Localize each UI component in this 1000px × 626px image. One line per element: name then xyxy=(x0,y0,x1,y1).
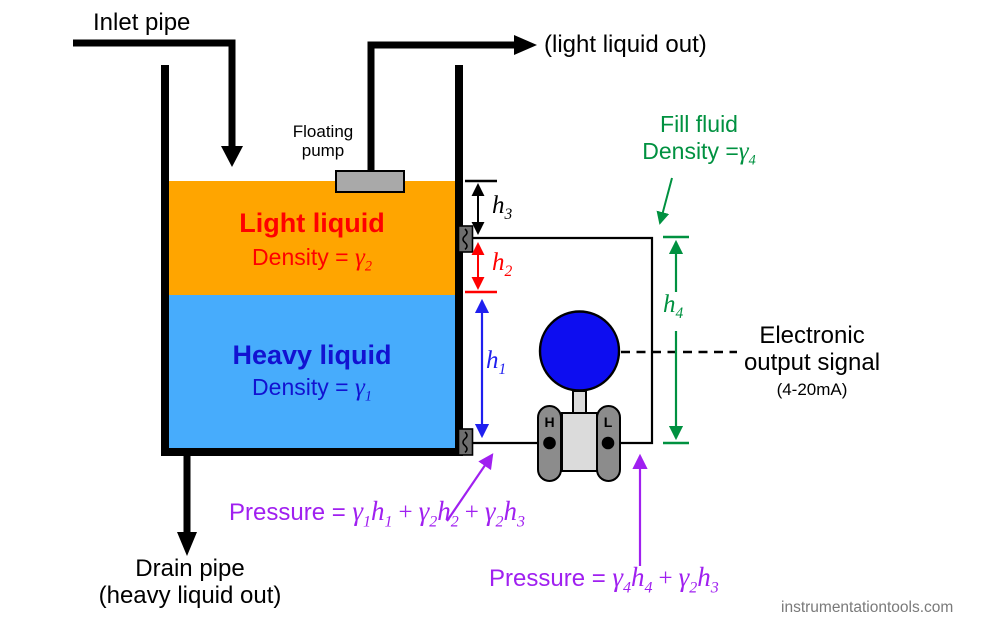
h1-label: h1 xyxy=(486,347,507,378)
light-liquid-title: Light liquid xyxy=(239,208,385,238)
outlet-arrowhead xyxy=(514,35,537,55)
high-port-label: H xyxy=(544,414,554,430)
fill-fluid-pointer-arrow xyxy=(656,177,673,225)
fill-fluid-label: Fill fluid Density =γ4 xyxy=(642,111,756,169)
transmitter-body xyxy=(561,412,598,472)
h3-label: h3 xyxy=(492,192,513,223)
light-liquid-region xyxy=(169,181,455,295)
tank-left-wall xyxy=(161,65,169,456)
heavy-liquid-region xyxy=(169,295,455,448)
floating-pump xyxy=(335,170,405,193)
heavy-liquid-density-label: Density = γ1 xyxy=(252,374,372,405)
pressure-equation-low-side: Pressure = γ4h4+γ2h3 xyxy=(489,562,719,597)
h3-dimension xyxy=(465,179,497,235)
tank-walls xyxy=(161,65,463,456)
pressure-equation-high-side: Pressure = γ1h1+γ2h2+γ2h3 xyxy=(229,496,526,531)
upper-tap xyxy=(457,225,474,253)
gamma-symbol: γ xyxy=(354,244,365,271)
light-liquid-out-label: (light liquid out) xyxy=(544,31,707,58)
transmitter-neck xyxy=(572,390,587,416)
lower-tap xyxy=(457,428,474,456)
tank-right-wall xyxy=(455,65,463,456)
tank-bottom-wall xyxy=(161,448,463,456)
sensor-head-circle xyxy=(538,310,621,392)
drain-arrowhead xyxy=(177,532,197,556)
h4-label: h4 xyxy=(663,291,684,322)
low-port-dot xyxy=(601,436,615,450)
gamma-symbol: γ xyxy=(354,374,365,401)
high-port-dot xyxy=(543,436,556,450)
inlet-arrowhead xyxy=(221,146,243,167)
outlet-pipe xyxy=(367,35,537,174)
light-liquid-density-label: Density = γ2 xyxy=(252,244,372,275)
h2-label: h2 xyxy=(492,249,513,280)
h2-dimension xyxy=(465,242,497,294)
low-side-capillary-line xyxy=(472,236,654,445)
floating-pump-label: Floating pump xyxy=(292,122,354,161)
h4-dimension xyxy=(663,235,689,445)
inlet-pipe-label: Inlet pipe xyxy=(93,9,191,36)
drain-pipe-label: Drain pipe (heavy liquid out) xyxy=(98,555,282,609)
signal-range-label: (4-20mA) xyxy=(776,379,848,399)
eq1-pointer-arrow xyxy=(446,453,494,522)
gamma-symbol: γ xyxy=(738,137,749,165)
drain-pipe xyxy=(177,452,197,556)
inlet-pipe xyxy=(73,39,243,167)
watermark: instrumentationtools.com xyxy=(781,599,954,616)
electronic-output-signal-label: Electronic output signal (4-20mA) xyxy=(723,322,901,399)
dp-transmitter: H L xyxy=(537,310,621,482)
low-port-label: L xyxy=(604,414,613,430)
heavy-liquid-title: Heavy liquid xyxy=(232,340,392,370)
